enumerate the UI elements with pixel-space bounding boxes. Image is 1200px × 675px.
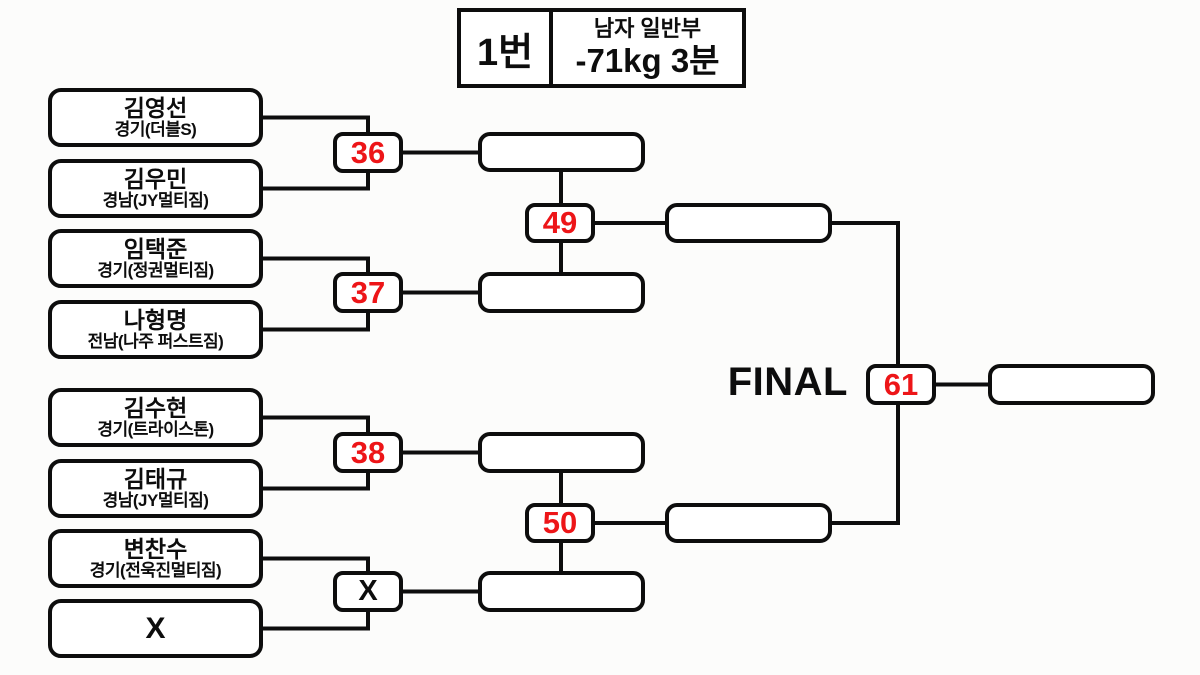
connector (832, 221, 900, 364)
player-box-4: 나형명 전남(나주 퍼스트짐) (48, 300, 263, 359)
division-weight-time: -71kg 3분 (575, 41, 720, 79)
match-number-box-50: 50 (525, 503, 595, 543)
player-team: 경기(전욱진멀티짐) (89, 560, 222, 580)
player-name: 김우민 (123, 165, 188, 192)
division-category: 남자 일반부 (593, 16, 702, 42)
winner-slot-match49 (665, 203, 832, 243)
player-team: 전남(나주 퍼스트짐) (87, 331, 224, 351)
player-box-7: 변찬수 경기(전욱진멀티짐) (48, 529, 263, 588)
winner-slot-match38 (478, 432, 645, 473)
connector (263, 473, 370, 491)
player-team: 경남(JY멀티짐) (102, 490, 209, 510)
player-name: 김수현 (123, 394, 188, 421)
winner-slot-match50 (665, 503, 832, 543)
champion-slot (988, 364, 1155, 405)
match-number-box-49: 49 (525, 203, 595, 243)
winner-slot-match36 (478, 132, 645, 172)
player-box-8-bye: X (48, 599, 263, 658)
event-header: 1번 남자 일반부 -71kg 3분 (457, 8, 746, 88)
division-info: 남자 일반부 -71kg 3분 (553, 12, 742, 84)
match-number-box-61-final: 61 (866, 364, 936, 405)
connector (263, 612, 370, 631)
player-team: 경기(정권멀티짐) (97, 260, 214, 280)
player-box-1: 김영선 경기(더블S) (48, 88, 263, 147)
winner-slot-match37 (478, 272, 645, 313)
connector (263, 313, 370, 332)
player-name: 김태규 (123, 465, 188, 492)
match-number-box-36: 36 (333, 132, 403, 173)
bracket-number: 1번 (461, 12, 553, 84)
final-label: FINAL (727, 360, 848, 404)
connector (263, 173, 370, 191)
player-name: 김영선 (123, 94, 188, 121)
player-name: 임택준 (123, 235, 188, 262)
player-team: 경남(JY멀티짐) (102, 190, 209, 210)
match-number-box-38: 38 (333, 432, 403, 473)
winner-slot-bye-match (478, 571, 645, 612)
connector (263, 415, 370, 432)
connector (263, 556, 370, 571)
match-number-box-37: 37 (333, 272, 403, 313)
player-name: 나형명 (123, 306, 188, 333)
player-box-6: 김태규 경남(JY멀티짐) (48, 459, 263, 518)
player-box-5: 김수현 경기(트라이스톤) (48, 388, 263, 447)
connector (263, 115, 370, 132)
player-team: 경기(트라이스톤) (97, 419, 214, 439)
connector (832, 405, 900, 525)
connector (263, 256, 370, 272)
player-box-3: 임택준 경기(정권멀티짐) (48, 229, 263, 288)
player-name: 변찬수 (123, 535, 188, 562)
player-name: X (145, 612, 166, 645)
player-box-2: 김우민 경남(JY멀티짐) (48, 159, 263, 218)
match-number-box-bye: X (333, 571, 403, 612)
player-team: 경기(더블S) (114, 119, 197, 139)
